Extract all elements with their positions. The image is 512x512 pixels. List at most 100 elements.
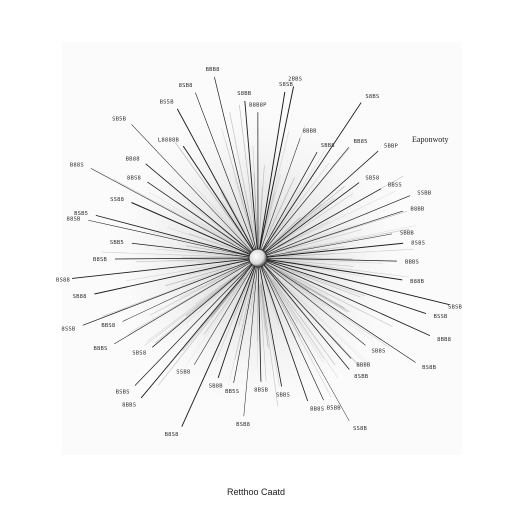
haze-streak bbox=[222, 189, 245, 231]
labels-group: B8B8PS8SB2BBS8BBBSBB8S8BSBB855BBPSB58BBS… bbox=[56, 67, 463, 438]
haze-streak bbox=[268, 217, 301, 248]
haze-streak bbox=[272, 204, 325, 246]
haze-streak bbox=[280, 260, 409, 278]
spoke-line bbox=[182, 145, 259, 259]
node-label: BBB8 bbox=[206, 67, 220, 73]
spoke-line bbox=[257, 257, 431, 336]
haze-streak bbox=[276, 282, 301, 311]
haze-streak bbox=[263, 269, 332, 397]
haze-streak bbox=[268, 170, 316, 241]
haze-streak bbox=[262, 131, 290, 239]
haze-streak bbox=[147, 273, 238, 342]
haze-streak bbox=[260, 284, 269, 347]
haze-streak bbox=[259, 186, 263, 233]
spoke-line bbox=[71, 257, 259, 279]
haze-streak bbox=[261, 286, 269, 333]
spoke-line bbox=[257, 242, 404, 259]
haze-streak bbox=[269, 272, 302, 314]
node-label: BB88 bbox=[126, 156, 140, 162]
spoke-line bbox=[114, 257, 259, 345]
spoke-line bbox=[243, 257, 259, 417]
haze-streak bbox=[265, 190, 276, 228]
haze-streak bbox=[277, 258, 383, 264]
haze-streak bbox=[229, 284, 253, 381]
node-label: BSBS bbox=[116, 389, 130, 395]
haze-streak bbox=[276, 190, 397, 249]
node-label: SBSB bbox=[448, 305, 463, 311]
haze-streak bbox=[167, 258, 245, 262]
haze-streak bbox=[264, 268, 324, 364]
haze-streak bbox=[285, 225, 417, 253]
node-label: SS88 bbox=[110, 197, 124, 203]
haze-streak bbox=[266, 177, 295, 237]
haze-streak bbox=[185, 269, 251, 367]
haze-streak bbox=[287, 228, 410, 253]
haze-streak bbox=[194, 185, 247, 245]
haze-streak bbox=[252, 145, 258, 236]
node-label: SB8B bbox=[209, 384, 224, 390]
spoke-line bbox=[257, 210, 403, 259]
haze-streak bbox=[264, 279, 288, 344]
haze-streak bbox=[258, 165, 265, 242]
node-label: S8BS bbox=[365, 94, 379, 100]
spoke-line bbox=[257, 91, 286, 259]
diagram-caption: Retthoo Caatd bbox=[226, 487, 286, 497]
spoke-line bbox=[244, 100, 259, 259]
spoke-line bbox=[181, 257, 259, 427]
haze-streak bbox=[273, 263, 366, 297]
haze-streak bbox=[269, 264, 328, 297]
haze-streak bbox=[274, 271, 340, 322]
haze-streak bbox=[203, 277, 246, 336]
node-label: SBS8 bbox=[132, 351, 146, 357]
node-label: B8S8 bbox=[165, 432, 179, 438]
node-label: 8SBB bbox=[354, 374, 369, 380]
spoke-line bbox=[214, 76, 259, 259]
node-label: B8SB bbox=[93, 257, 108, 263]
spoke-line bbox=[195, 92, 259, 259]
node-label: 8BSB bbox=[254, 388, 269, 394]
haze-streak bbox=[149, 264, 246, 316]
haze-streak bbox=[260, 283, 266, 332]
haze-streak bbox=[273, 270, 326, 308]
haze-streak bbox=[185, 268, 248, 324]
side-label: Eaponwoty bbox=[412, 135, 448, 144]
haze-streak bbox=[269, 248, 328, 257]
spoke-line bbox=[257, 257, 397, 262]
spoke-line bbox=[257, 195, 411, 259]
haze-streak bbox=[188, 233, 237, 251]
spoke-line bbox=[257, 147, 350, 259]
node-label: 88SB bbox=[67, 216, 82, 222]
haze-streak bbox=[259, 284, 267, 381]
node-label: BS8B bbox=[422, 365, 437, 371]
haze-streak bbox=[271, 147, 328, 235]
node-label: 8BBB bbox=[303, 129, 318, 135]
spoke-line bbox=[82, 257, 259, 326]
haze-streak bbox=[279, 269, 393, 327]
haze-streak bbox=[276, 193, 354, 245]
spoke-line bbox=[257, 257, 403, 281]
node-label: BBBB bbox=[356, 363, 371, 369]
haze-streak bbox=[172, 267, 249, 335]
node-label: L8888B bbox=[158, 137, 180, 143]
spoke-line bbox=[257, 188, 382, 259]
haze-streak bbox=[234, 269, 256, 360]
node-label: 8SSB bbox=[61, 326, 76, 332]
node-label: SB88 bbox=[73, 294, 87, 300]
node-label: BSB8 bbox=[236, 422, 250, 428]
spoke-line bbox=[131, 124, 259, 259]
haze-streak bbox=[185, 259, 235, 263]
spoke-line bbox=[90, 168, 259, 259]
spoke-line bbox=[257, 257, 366, 346]
node-label: BB85 bbox=[354, 139, 368, 145]
haze-streak bbox=[273, 186, 345, 245]
haze-streak bbox=[185, 245, 238, 255]
haze-streak bbox=[273, 162, 330, 237]
haze-streak bbox=[229, 112, 255, 239]
spoke-line bbox=[88, 219, 259, 259]
node-label: B8B8P bbox=[249, 102, 267, 108]
haze-streak bbox=[144, 274, 238, 346]
haze-streak bbox=[270, 225, 351, 254]
spoke-line bbox=[140, 257, 259, 399]
spoke-line bbox=[257, 233, 393, 259]
